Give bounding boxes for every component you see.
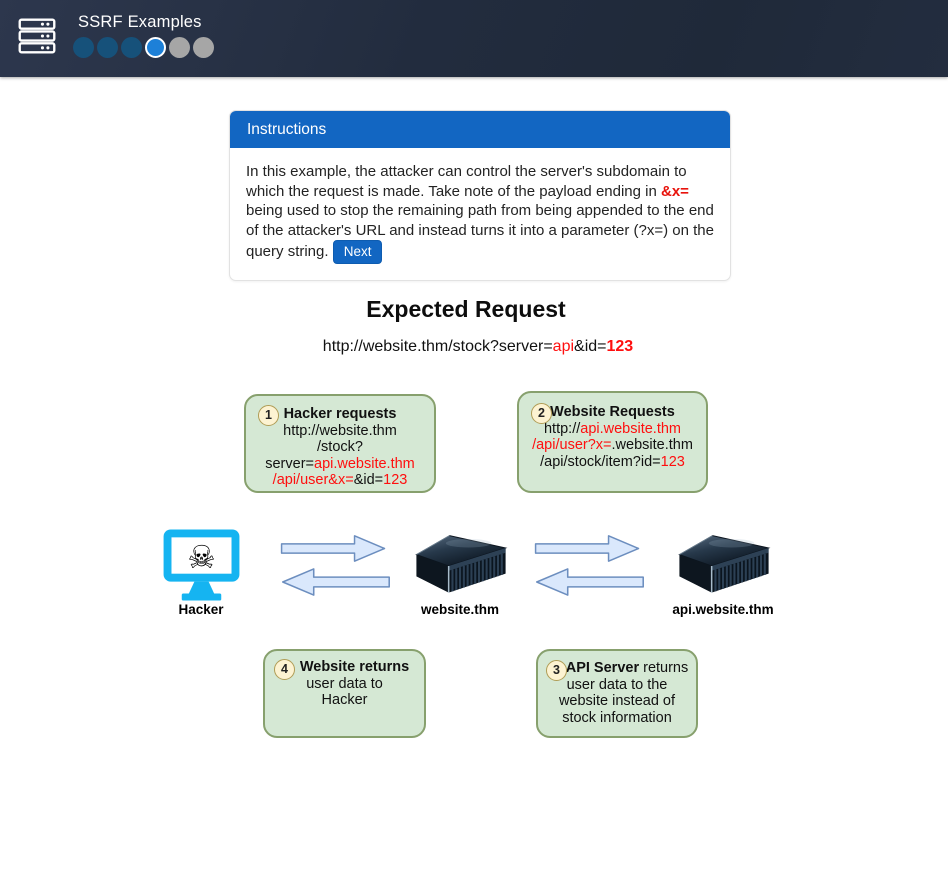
- step-2-line4: /api/stock/item?id=123: [540, 453, 685, 470]
- instructions-text-part2: being used to stop the remaining path fr…: [246, 202, 714, 260]
- response-arrow-website-to-hacker: [279, 567, 393, 602]
- response-arrow-api-to-website: [533, 567, 647, 602]
- expected-request-url: http://website.thm/stock?server=api&id=1…: [4, 338, 948, 356]
- next-button[interactable]: Next: [332, 240, 383, 264]
- step-2-box: 2 Website Requests http://api.website.th…: [517, 391, 708, 493]
- progress-dot-5[interactable]: [169, 37, 190, 58]
- step-1-title: Hacker requests: [283, 406, 397, 422]
- request-arrow-website-to-api: [531, 534, 645, 568]
- step-3-line2: user data to the: [566, 676, 668, 693]
- payload-highlight: &x=: [661, 182, 689, 200]
- step-1-line3: /stock?server=api.website.thm: [265, 439, 415, 472]
- step-2-line2: http://api.website.thm: [543, 420, 682, 437]
- website-server-label: website.thm: [420, 602, 499, 617]
- step-3-line4: stock information: [562, 709, 672, 726]
- app-header: SSRF Examples: [0, 0, 948, 77]
- website-server-icon: [411, 529, 511, 608]
- step-3-line3: website instead of: [558, 693, 676, 709]
- request-arrow-hacker-to-website: [277, 534, 391, 568]
- progress-dot-3[interactable]: [121, 37, 142, 58]
- step-1-line2: http://website.thm: [283, 422, 397, 439]
- step-1-line4: /api/user&x=&id=123: [272, 472, 408, 488]
- instructions-text-part1: In this example, the attacker can contro…: [246, 163, 687, 200]
- step-4-box: 4 Website returns user data to Hacker: [263, 649, 426, 738]
- step-4-line2: user data to: [306, 675, 383, 692]
- svg-text:☠: ☠: [187, 540, 215, 576]
- api-server-label: api.website.thm: [672, 602, 774, 617]
- step-1-number: 1: [258, 405, 279, 426]
- progress-dot-6[interactable]: [193, 37, 214, 58]
- progress-dot-2[interactable]: [97, 37, 118, 58]
- step-1-box: 1 Hacker requests http://website.thm /st…: [244, 394, 436, 493]
- step-4-number: 4: [274, 659, 295, 680]
- url-part1: http://website.thm/stock?server=: [322, 338, 553, 355]
- url-part2: &id=: [574, 338, 607, 355]
- step-2-title: Website Requests: [550, 404, 675, 420]
- url-highlight-api: api: [552, 338, 575, 355]
- url-highlight-id: 123: [606, 338, 634, 355]
- step-2-number: 2: [531, 403, 552, 424]
- step-3-title: API Server returns: [565, 660, 689, 676]
- api-server-icon: [674, 529, 774, 608]
- step-4-title: Website returns: [299, 659, 410, 675]
- diagram-title: Expected Request: [366, 296, 566, 322]
- hacker-label: Hacker: [178, 602, 224, 617]
- server-stack-icon: [17, 16, 57, 56]
- progress-dot-1[interactable]: [73, 37, 94, 58]
- step-3-box: 3 API Server returns user data to the we…: [536, 649, 698, 738]
- progress-dots: [73, 37, 214, 58]
- hacker-monitor-icon: ☠: [162, 526, 241, 609]
- instructions-card: Instructions In this example, the attack…: [229, 110, 731, 281]
- instructions-card-header: Instructions: [230, 111, 730, 148]
- step-2-line3: /api/user?x=.website.thm: [532, 437, 693, 453]
- page-title: SSRF Examples: [78, 13, 202, 31]
- instructions-text: In this example, the attacker can contro…: [230, 148, 730, 280]
- step-3-number: 3: [546, 660, 567, 681]
- step-4-line3: Hacker: [321, 692, 368, 708]
- progress-dot-4[interactable]: [145, 37, 166, 58]
